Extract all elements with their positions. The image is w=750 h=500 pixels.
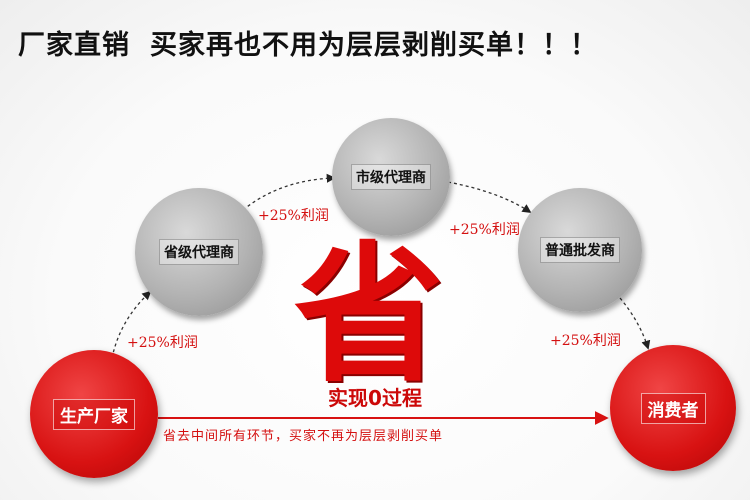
markup-label-3: +25%利润: [449, 222, 520, 238]
node-consumer-label: 消费者: [640, 392, 706, 424]
node-city-label: 市级代理商: [351, 164, 431, 190]
zero-process-label: 实现0过程: [328, 386, 422, 410]
node-consumer: 消费者: [610, 345, 736, 471]
direct-path-caption: 省去中间所有环节，买家不再为层层剥削买单: [163, 429, 444, 444]
node-wholesale-label: 普通批发商: [540, 237, 620, 263]
arrow-city-to-wholesale: [447, 181, 532, 214]
node-provincial-agent: 省级代理商: [135, 188, 263, 316]
node-city-agent: 市级代理商: [332, 118, 450, 236]
markup-label-1: +25%利润: [127, 335, 198, 351]
node-wholesaler: 普通批发商: [518, 188, 642, 312]
arrow-wholesale-to-consumer: [619, 297, 651, 350]
markup-label-2: +25%利润: [258, 208, 329, 224]
node-provincial-label: 省级代理商: [159, 239, 239, 265]
headline-slogan: 买家再也不用为层层剥削买单！！！: [150, 29, 598, 61]
headline: 厂家直销 买家再也不用为层层剥削买单！！！: [18, 22, 738, 62]
markup-label-4: +25%利润: [550, 333, 621, 349]
node-factory-label: 生产厂家: [53, 398, 135, 430]
arrow-factory-to-provincial: [111, 290, 152, 359]
headline-direct-sale: 厂家直销: [18, 29, 130, 61]
save-big-character: 省: [293, 227, 444, 403]
node-factory: 生产厂家: [30, 350, 158, 478]
